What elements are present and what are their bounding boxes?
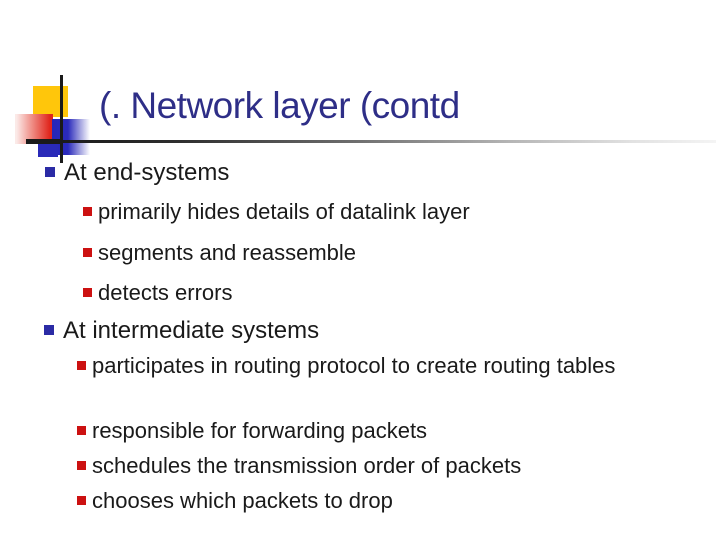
- bullet-text: schedules the transmission order of pack…: [92, 453, 522, 478]
- red-square-bullet-icon: [83, 248, 92, 257]
- red-square-bullet-icon: [77, 461, 86, 470]
- red-square-bullet-icon: [77, 496, 86, 505]
- red-square-bullet-icon: [83, 207, 92, 216]
- bullet-item-level2: segments and reassemble: [83, 239, 357, 268]
- bullet-item-level2: detects errors: [83, 279, 233, 308]
- bullet-text: At intermediate systems: [63, 317, 320, 344]
- decor-vertical-line: [60, 75, 63, 163]
- bullet-text: segments and reassemble: [98, 240, 357, 265]
- bullet-item-level2: responsible for forwarding packets: [77, 417, 428, 446]
- decor-blue-small-square: [38, 144, 58, 157]
- decor-horizontal-rule: [26, 140, 716, 143]
- bullet-text: responsible for forwarding packets: [92, 418, 428, 443]
- bullet-item-level2: schedules the transmission order of pack…: [77, 452, 522, 481]
- red-square-bullet-icon: [77, 361, 86, 370]
- bullet-text: chooses which packets to drop: [92, 488, 393, 513]
- bullet-item-level2: primarily hides details of datalink laye…: [83, 198, 470, 227]
- bullet-text: detects errors: [98, 280, 233, 305]
- blue-square-bullet-icon: [44, 325, 54, 335]
- bullet-item-level2: participates in routing protocol to crea…: [77, 352, 626, 381]
- red-square-bullet-icon: [77, 426, 86, 435]
- decor-blue-square: [52, 119, 90, 155]
- blue-square-bullet-icon: [45, 167, 55, 177]
- decor-horizontal-rule-start: [26, 139, 62, 144]
- bullet-text: primarily hides details of datalink laye…: [98, 199, 470, 224]
- bullet-item-level1: At end-systems: [45, 158, 230, 188]
- bullet-text: participates in routing protocol to crea…: [92, 353, 616, 378]
- bullet-text: At end-systems: [64, 159, 230, 186]
- bullet-item-level2: chooses which packets to drop: [77, 487, 393, 516]
- bullet-item-level1: At intermediate systems: [44, 316, 320, 346]
- slide-title: (. Network layer (contd: [99, 85, 460, 126]
- red-square-bullet-icon: [83, 288, 92, 297]
